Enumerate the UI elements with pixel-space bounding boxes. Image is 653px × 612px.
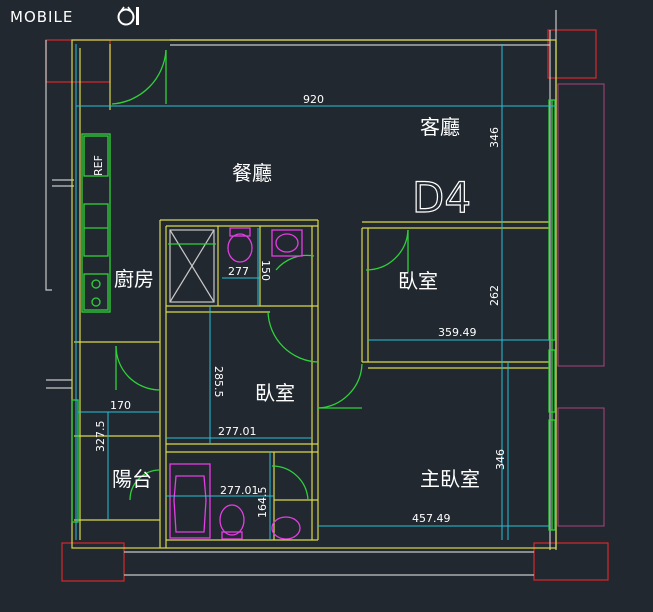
room-label-living: 客廳	[420, 115, 460, 139]
doors	[111, 49, 409, 501]
unit-label: D4	[412, 173, 471, 222]
kitchen-counter: REF	[81, 133, 111, 313]
dim-lower-bath-width: 277.01	[220, 484, 259, 497]
interior-partitions	[71, 39, 557, 549]
dim-center-bedroom-depth: 285.5	[212, 366, 225, 398]
dim-bedroom-right-depth: 262	[488, 285, 501, 306]
room-label-kitchen: 廚房	[114, 267, 154, 291]
dim-bedroom-right-width: 359.49	[438, 326, 477, 339]
dim-kitchen-width: 170	[110, 399, 131, 412]
upper-bathroom	[168, 227, 303, 303]
room-label-bedroom-right: 臥室	[398, 269, 438, 293]
dim-master-depth: 346	[494, 449, 507, 470]
windows	[71, 99, 556, 531]
dim-bath-width: 277	[228, 265, 249, 278]
room-label-bedroom-center: 臥室	[255, 381, 295, 405]
dim-master-width: 457.49	[412, 512, 451, 525]
dim-balcony-depth: 327.5	[94, 421, 107, 453]
dim-top-width: 920	[303, 93, 324, 106]
room-label-dining: 餐廳	[232, 161, 272, 185]
fridge-label: REF	[92, 155, 105, 176]
room-label-master-bedroom: 主臥室	[420, 467, 480, 491]
logo-mark-icon	[117, 6, 139, 26]
dimension-lines	[75, 44, 556, 540]
dim-bath-depth: 150	[259, 260, 272, 281]
room-label-balcony: 陽台	[112, 467, 152, 491]
dim-center-bedroom-width: 277.01	[218, 425, 257, 438]
structural-columns	[45, 29, 609, 582]
dim-living-depth: 346	[488, 127, 501, 148]
logo-text: MOBILE	[10, 8, 73, 26]
dim-lower-bath-depth: 164.5	[256, 487, 269, 519]
lower-bathroom	[169, 463, 301, 540]
